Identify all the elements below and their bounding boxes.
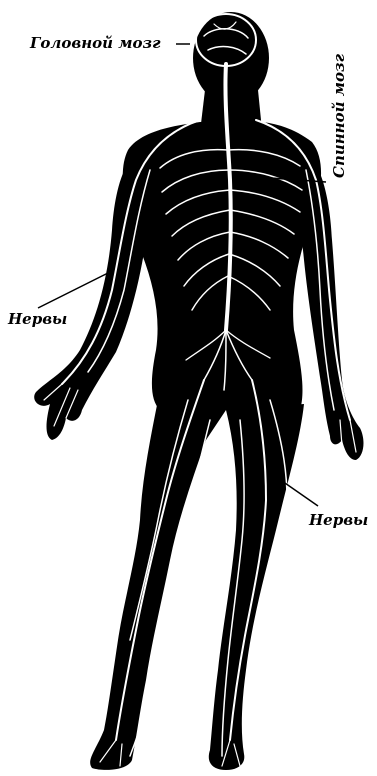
brain-label: Головной мозг xyxy=(30,36,161,51)
left-leg xyxy=(90,400,226,770)
torso xyxy=(123,122,321,410)
nerves-label-left: Нервы xyxy=(8,312,67,327)
left-arm xyxy=(34,148,152,440)
right-arm xyxy=(294,146,363,460)
body-silhouette xyxy=(34,12,363,770)
nerves-label-right: Нервы xyxy=(309,513,368,528)
spinal-cord-label: Спинной мозг xyxy=(332,54,347,178)
